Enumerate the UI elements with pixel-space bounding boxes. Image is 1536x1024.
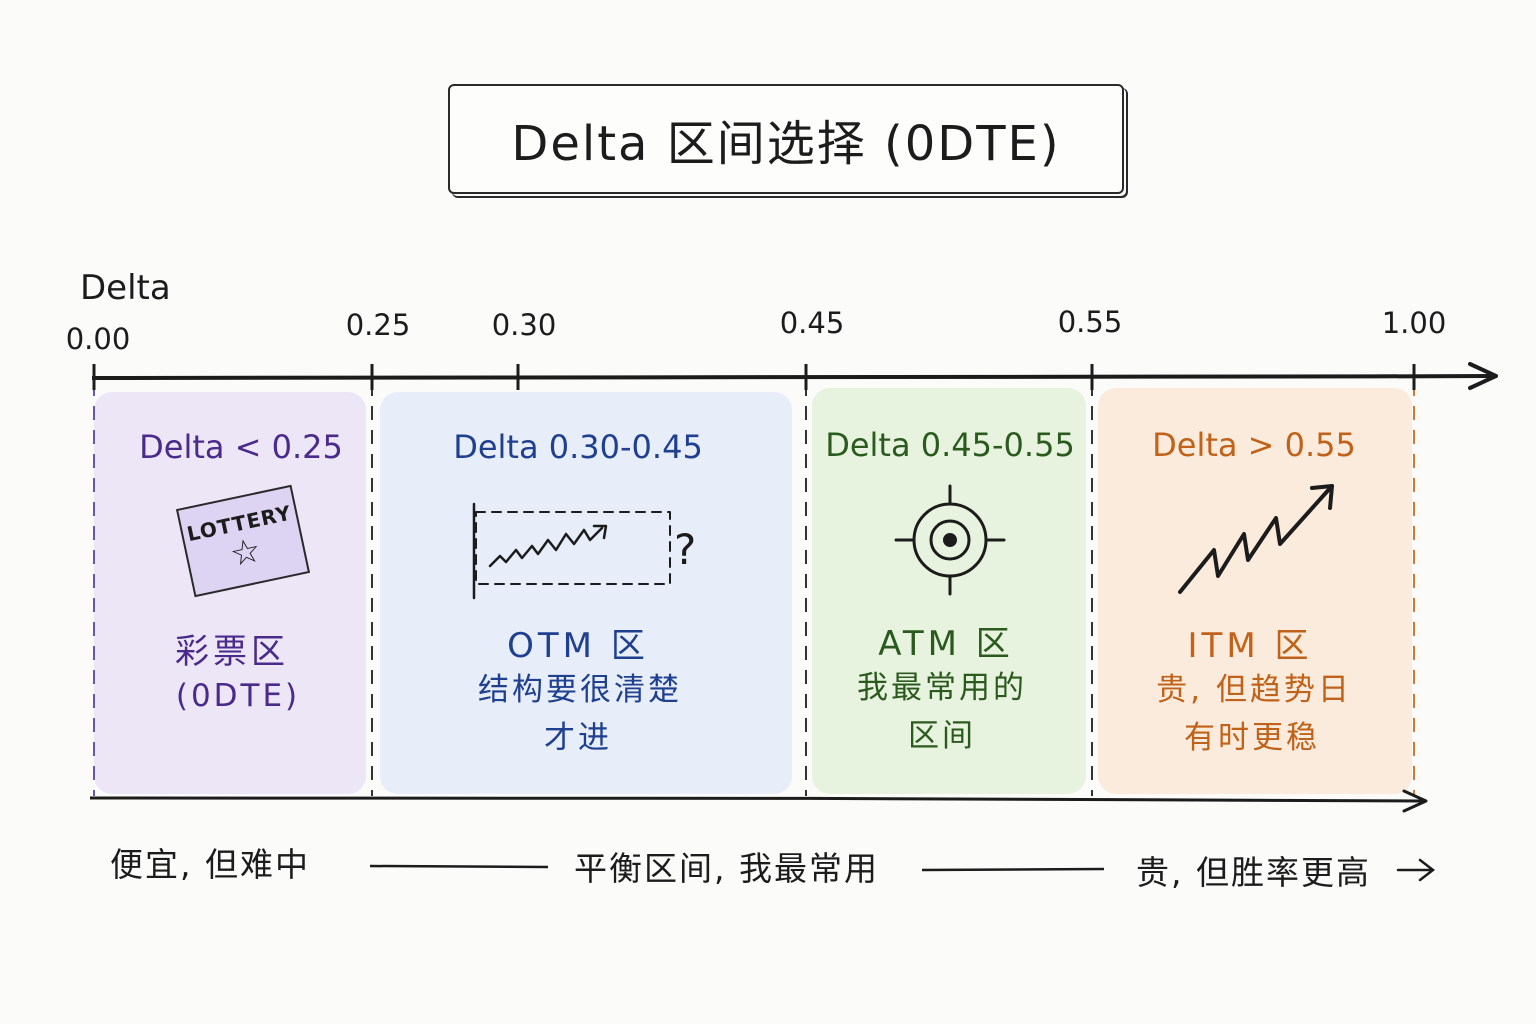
- title-box: Delta 区间选择 (0DTE): [448, 84, 1124, 194]
- zone-bg-otm: [380, 392, 792, 794]
- tick-label-4: 0.55: [1057, 305, 1123, 339]
- target-crosshair-icon: [894, 484, 1006, 596]
- zone-otm-desc-line-1: 结构要很清楚: [478, 672, 682, 708]
- zone-lottery-delta: Delta < 0.25: [139, 428, 343, 466]
- zone-atm-name: ATM 区: [878, 624, 1014, 664]
- bottom-label-right: 贵, 但胜率更高: [1136, 853, 1371, 892]
- bottom-label-middle: 平衡区间, 我最常用: [574, 849, 879, 888]
- bottom-range-line: [89, 796, 1425, 803]
- bottom-right-arrow-icon: [1396, 858, 1436, 882]
- delta-axis-arrowhead: [1468, 362, 1498, 390]
- delta-axis-line: [91, 374, 1493, 380]
- bottom-connector-left: [369, 864, 549, 869]
- zone-itm-desc-line-1: 贵, 但趋势日: [1156, 672, 1352, 708]
- tick-label-5: 1.00: [1381, 306, 1447, 340]
- zone-otm-name: OTM 区: [507, 626, 649, 666]
- tick-label-0: 0.00: [65, 322, 131, 356]
- zone-atm-desc-line-1: 我最常用的: [857, 670, 1027, 706]
- zone-otm-delta: Delta 0.30-0.45: [453, 428, 703, 466]
- tick-label-2: 0.30: [491, 308, 557, 342]
- zone-itm-desc-line-2: 有时更稳: [1184, 720, 1320, 756]
- bottom-range-arrowhead: [1402, 789, 1428, 813]
- star-icon: ☆: [226, 530, 265, 576]
- tick-label-1: 0.25: [345, 308, 411, 342]
- uncertain-trend-chart-icon: [472, 502, 671, 600]
- axis-label: Delta: [80, 268, 171, 308]
- bottom-label-left: 便宜, 但难中: [110, 845, 310, 884]
- uptrend-arrow-icon: [1178, 484, 1334, 594]
- bottom-connector-right: [921, 867, 1105, 872]
- zone-otm-desc-line-2: 才进: [544, 720, 612, 756]
- tick-label-3: 0.45: [779, 306, 845, 340]
- zone-bg-lottery: [94, 392, 366, 794]
- page-title: Delta 区间选择 (0DTE): [511, 116, 1061, 172]
- zone-itm-delta: Delta > 0.55: [1152, 426, 1356, 464]
- zone-itm-name: ITM 区: [1187, 626, 1313, 666]
- zone-atm-delta: Delta 0.45-0.55: [825, 426, 1075, 464]
- zone-atm-desc-line-2: 区间: [908, 718, 976, 754]
- question-mark-icon: ?: [674, 525, 696, 574]
- zone-lottery-desc: (0DTE): [175, 678, 301, 714]
- zone-lottery-name: 彩票区: [175, 632, 289, 672]
